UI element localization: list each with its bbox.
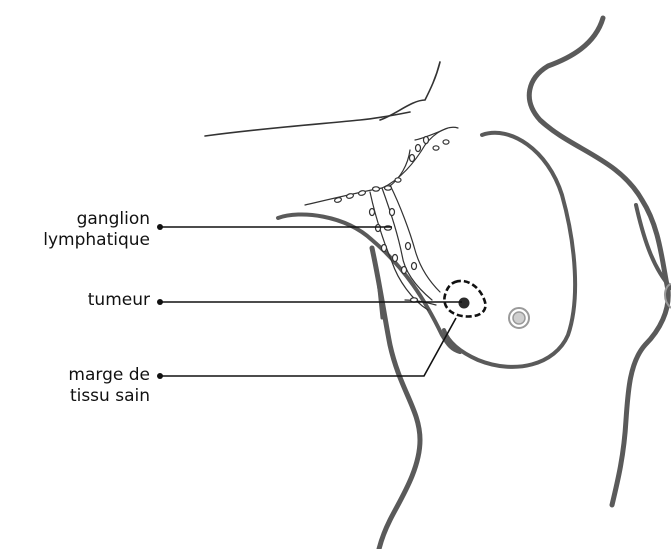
collarbone-line	[205, 112, 410, 136]
label-ganglion-lymphatique: ganglion lymphatique	[43, 209, 150, 251]
label-tumeur-line1: tumeur	[88, 290, 150, 311]
label-ganglion-line1: ganglion	[43, 209, 150, 230]
body-outline-right	[529, 18, 668, 505]
label-ganglion-line2: lymphatique	[43, 230, 150, 251]
label-marge-tissu-sain: marge de tissu sain	[68, 365, 150, 407]
lymph-nodes	[334, 137, 449, 303]
tumor	[459, 298, 470, 309]
right-breast-outline	[444, 133, 575, 367]
nipple	[509, 308, 529, 328]
label-marge-line2: tissu sain	[68, 386, 150, 407]
label-tumeur: tumeur	[88, 290, 150, 311]
leader-line-marge	[160, 318, 456, 376]
label-marge-line1: marge de	[68, 365, 150, 386]
leader-lines	[157, 224, 462, 379]
